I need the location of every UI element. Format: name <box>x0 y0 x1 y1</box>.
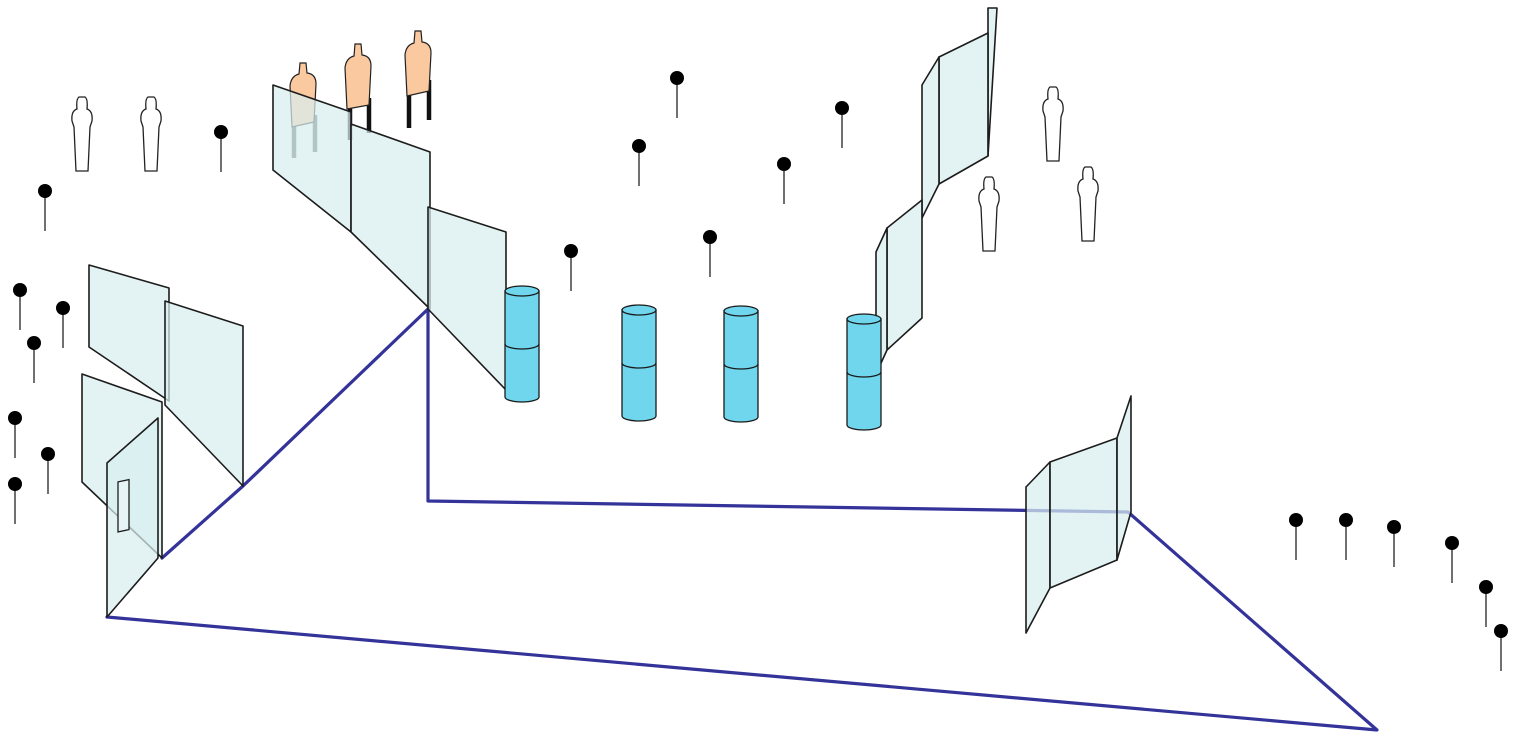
glass-wall-panel <box>938 32 989 185</box>
glass-wall-panel <box>987 7 998 157</box>
no-shoot-targets <box>71 86 1099 252</box>
wall-group-left <box>81 264 244 618</box>
barrel-stack <box>723 305 759 423</box>
no-shoot-target <box>71 96 93 172</box>
steel-popper <box>835 101 849 148</box>
wall-group-lower-right <box>1025 395 1132 634</box>
glass-wall-panel <box>164 300 244 487</box>
glass-wall-panel <box>350 123 431 310</box>
steel-popper <box>38 184 52 231</box>
steel-popper <box>1479 580 1493 627</box>
steel-popper <box>8 477 22 524</box>
steel-popper <box>41 447 55 494</box>
steel-popper <box>8 411 22 458</box>
glass-wall-panel <box>272 84 352 233</box>
steel-popper <box>56 301 70 348</box>
steel-popper <box>632 139 646 186</box>
steel-popper <box>214 125 228 172</box>
barrel-stack <box>621 304 657 422</box>
barrel-row <box>504 285 882 431</box>
glass-wall-panel <box>427 206 507 391</box>
barrel-stack <box>846 313 882 431</box>
glass-wall-panel <box>1049 437 1118 589</box>
steel-popper <box>1339 513 1353 560</box>
steel-popper <box>564 244 578 291</box>
steel-popper <box>1494 624 1508 671</box>
no-shoot-target <box>1077 166 1099 242</box>
steel-targets <box>8 71 1508 671</box>
glass-wall-panel <box>106 417 159 618</box>
steel-popper <box>703 230 717 277</box>
steel-popper <box>777 157 791 204</box>
glass-wall-panel <box>1116 395 1132 561</box>
steel-popper <box>1445 536 1459 583</box>
steel-popper <box>670 71 684 118</box>
steel-popper <box>13 283 27 330</box>
steel-popper <box>27 336 41 383</box>
no-shoot-target <box>140 96 162 172</box>
door-frame <box>117 478 130 533</box>
no-shoot-target <box>1042 86 1064 162</box>
steel-popper <box>1387 520 1401 567</box>
glass-wall-panel <box>1025 461 1051 634</box>
wall-group-upper <box>272 84 507 391</box>
glass-wall-panel <box>886 199 923 351</box>
wall-group-right <box>875 7 998 375</box>
glass-wall-panel <box>921 56 940 219</box>
barrel-stack <box>504 285 540 403</box>
steel-popper <box>1289 513 1303 560</box>
no-shoot-target <box>978 176 1000 252</box>
paper-target <box>404 30 432 128</box>
